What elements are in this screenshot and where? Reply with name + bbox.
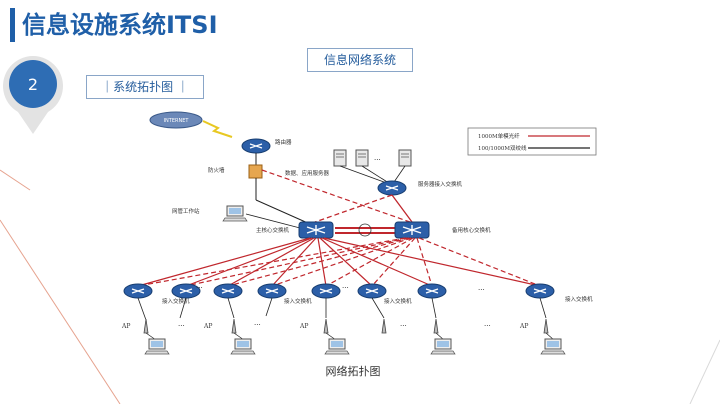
ap-icon [323,318,329,334]
servers-label: 数据、应用服务器 [285,169,330,177]
firewall-icon [248,164,263,179]
internet-label: INTERNET [164,118,190,124]
wan-link [202,120,233,138]
access-switch-label: 接入交换机 [162,297,190,305]
access-dots: ... [342,282,349,290]
server-icon [355,149,369,167]
client-pc-icon [324,338,350,355]
badge-number: 2 [28,75,38,94]
ap-dots: ... [484,320,491,328]
server-icon [333,149,347,167]
mgmt-pc-icon [222,205,248,222]
diagram-caption: 网络拓扑图 [325,365,381,378]
ap-dots: ... [178,320,185,328]
section-number-badge: 2 [0,50,66,136]
access-switch-label: 接入交换机 [565,295,593,303]
ap-label: AP [121,323,130,330]
section-label: ｜系统拓扑图 ｜ [86,75,204,99]
ap-dots: ... [400,320,407,328]
system-name-box: 信息网络系统 [307,48,413,72]
internet-cloud: INTERNET [149,111,203,129]
client-pc-icon [540,338,566,355]
client-pc-icon [430,338,456,355]
client-pc-icon [144,338,170,355]
ap-label: AP [299,323,308,330]
access-dots: ... [478,284,485,292]
ap-icon [143,318,149,334]
legend-fiber-label: 1000M单模光纤 [478,132,520,140]
server-dots: ... [374,154,381,162]
legend-utp-label: 100/1000M双绞线 [478,144,527,152]
ap-icon [231,318,237,334]
router-label: 路由器 [275,138,292,146]
core-backup-label: 备用核心交换机 [452,226,491,234]
ap-icon [543,318,549,334]
access-dots: ... [196,282,203,290]
access-switch-icon [257,283,287,299]
access-switch-icon [417,283,447,299]
core-backup-switch-icon [394,221,430,239]
ap-label: AP [203,323,212,330]
title-accent-bar [10,8,15,42]
ap-label: AP [519,323,528,330]
access-switch-icon [123,283,153,299]
core-main-switch-icon [298,221,334,239]
legend: 1000M单模光纤 100/1000M双绞线 [467,127,597,156]
page-title: 信息设施系统ITSI [22,11,218,39]
ap-icon [381,318,387,334]
ap-icon [433,318,439,334]
server-icon [398,149,412,167]
access-switch-icon [213,283,243,299]
client-pc-icon [230,338,256,355]
ap-dots: ... [254,319,261,327]
mgmt-pc-label: 网管工作站 [172,207,200,215]
access-switch-label: 接入交换机 [384,297,412,305]
server-switch-label: 服务器接入交换机 [418,180,463,188]
access-switch-icon [525,283,555,299]
router-icon [241,138,271,154]
server-switch-icon [377,180,407,196]
firewall-label: 防火墙 [208,166,225,174]
core-main-label: 主核心交换机 [256,226,290,234]
access-switch-icon [311,283,341,299]
access-switch-label: 接入交换机 [284,297,312,305]
access-switch-icon [357,283,387,299]
